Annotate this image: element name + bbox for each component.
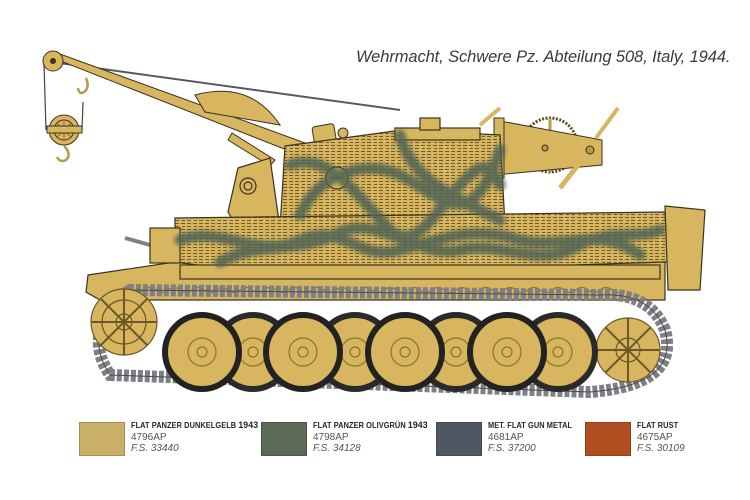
paint-fs-number: F.S. 30109	[637, 443, 685, 454]
crane	[42, 50, 401, 167]
idler-wheel	[595, 317, 661, 383]
paint-code: 4675AP	[637, 431, 673, 443]
paint-fs-number: F.S. 37200	[488, 443, 536, 454]
paint-fs-number: F.S. 33440	[131, 443, 179, 454]
paint-code: 4796AP	[131, 431, 167, 443]
paint-fs-number: F.S. 34128	[313, 443, 361, 454]
paint-name: Flat Rust	[637, 421, 679, 430]
caption: Wehrmacht, Schwere Pz. Abteilung 508, It…	[356, 48, 731, 66]
paint-name: Flat Panzer Olivgrün	[313, 421, 406, 430]
color-swatch	[79, 422, 125, 456]
paint-year: 1943	[407, 420, 428, 431]
paint-year: 1943	[238, 420, 259, 431]
color-swatch	[585, 422, 631, 456]
road-wheels-outer	[162, 312, 547, 392]
tank-illustration	[42, 50, 706, 399]
paint-code: 4681AP	[488, 431, 524, 443]
color-swatch	[261, 422, 307, 456]
sprocket	[90, 288, 158, 356]
paint-code: 4798AP	[313, 431, 349, 443]
winch	[478, 106, 620, 190]
paint-name: Flat Panzer Dunkelgelb	[131, 421, 237, 430]
paint-legend: Flat Panzer Dunkelgelb 1943 4796AP F.S. …	[0, 420, 750, 460]
paint-name: Met. Flat Gun Metal	[488, 421, 573, 430]
color-swatch	[436, 422, 482, 456]
camouflage-pattern	[174, 129, 666, 268]
